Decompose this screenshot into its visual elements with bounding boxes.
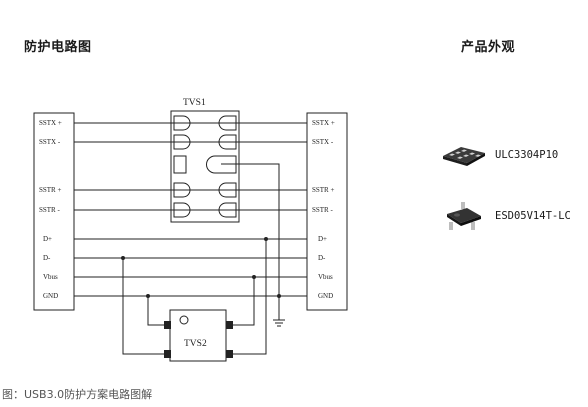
left-pin-sstx-minus: SSTX -: [39, 138, 61, 146]
left-pin-sstr-plus: SSTR +: [39, 186, 61, 194]
product-item: ULC3304P10: [441, 143, 558, 167]
schematic-heading: 防护电路图: [24, 40, 92, 55]
right-pin-labels: SSTX + SSTX - SSTR + SSTR - D+ D- Vbus G…: [312, 119, 335, 300]
tvs1-box: [170, 110, 240, 223]
tvs1-label: TVS1: [183, 98, 206, 108]
left-connector-box: [33, 112, 75, 311]
dfn-package-chip-icon: [443, 147, 485, 166]
right-pin-dplus: D+: [318, 235, 327, 243]
tvs2-box: [169, 309, 227, 362]
left-pin-vbus: Vbus: [43, 273, 58, 281]
right-pin-vbus: Vbus: [318, 273, 333, 281]
right-pin-sstr-plus: SSTR +: [312, 186, 334, 194]
left-pin-gnd: GND: [43, 292, 58, 300]
right-pin-sstr-minus: SSTR -: [312, 206, 333, 214]
right-connector-box: [306, 112, 348, 311]
product-item: ESD05V14T-LC: [441, 200, 571, 232]
appearance-heading: 产品外观: [461, 40, 516, 55]
left-pin-sstx-plus: SSTX +: [39, 119, 62, 127]
left-pin-dplus: D+: [43, 235, 52, 243]
figure-caption: 图：USB3.0防护方案电路图解: [2, 388, 153, 401]
right-pin-sstx-minus: SSTX -: [312, 138, 334, 146]
left-pin-sstr-minus: SSTR -: [39, 206, 60, 214]
left-pin-labels: SSTX + SSTX - SSTR + SSTR - D+ D- Vbus G…: [39, 119, 62, 300]
sot23-package-chip-icon: [447, 202, 481, 230]
product-name: ESD05V14T-LC: [495, 210, 571, 222]
left-pin-dminus: D-: [43, 254, 51, 262]
right-pin-dminus: D-: [318, 254, 326, 262]
tvs2-label: TVS2: [184, 339, 207, 349]
right-pin-gnd: GND: [318, 292, 333, 300]
right-pin-sstx-plus: SSTX +: [312, 119, 335, 127]
product-name: ULC3304P10: [495, 149, 559, 161]
